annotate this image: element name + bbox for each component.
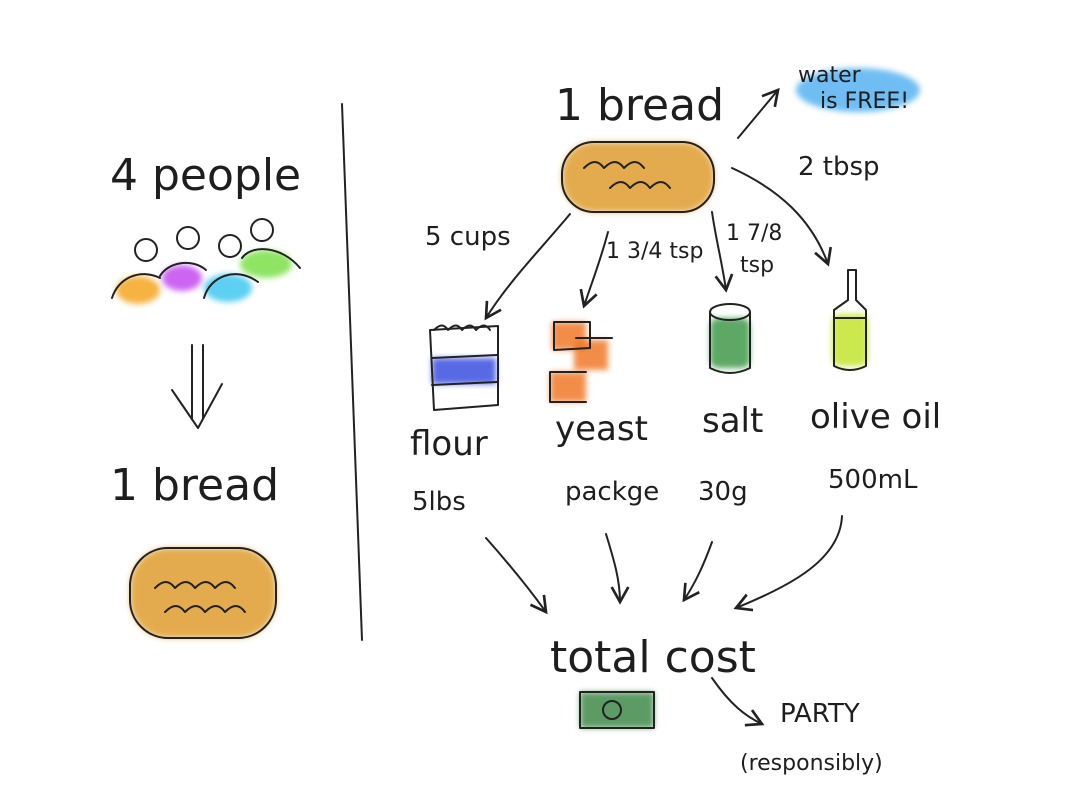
people-count-label: 4 people [110,150,301,201]
double-arrow-down-icon [171,344,223,429]
salt-container-icon [709,303,751,374]
water-note-line1: water [798,63,862,88]
ingredient-name: olive oil [810,397,941,437]
flour-bag-icon [429,324,499,411]
party-arrow [711,677,765,727]
salt-quantity-line1: 1 7/8 [726,221,782,246]
person-orange-body [116,276,160,304]
ingredient-size: 30g [698,477,748,507]
left-bread-label: 1 bread [110,460,279,511]
person-head [218,234,242,258]
bread-icon [129,547,277,639]
panel-divider [341,103,363,641]
yeast-packet-icon [549,321,613,403]
money-bill-icon [579,691,655,729]
olive-oil-bottle-icon [832,269,868,371]
people-group [111,218,301,304]
ingredient-name: yeast [555,409,648,449]
ingredient-size: 500mL [828,465,918,495]
salt-quantity-line2: tsp [740,253,774,278]
person-purple-body [162,265,202,291]
central-bread-icon [561,141,715,213]
person-head [176,226,200,250]
ingredient-to-total-arrows [485,515,843,615]
party-label: PARTY [780,699,860,729]
ingredient-size: packge [565,477,659,507]
ingredient-size: 5lbs [412,487,466,517]
person-head [134,238,158,262]
water-note-line2: is FREE! [820,89,909,114]
bread-to-ingredient-arrows [484,167,833,321]
total-cost-label: total cost [550,632,756,683]
ingredient-name: flour [410,424,488,464]
person-green-body [240,250,292,278]
water-highlight [796,68,920,112]
water-arrow [737,87,780,139]
yeast-quantity-label: 1 3/4 tsp [606,239,703,264]
person-cyan-body [204,274,252,302]
responsibly-label: (responsibly) [740,751,883,776]
person-head [250,218,274,242]
ingredient-name: salt [702,401,763,441]
right-bread-label: 1 bread [555,80,724,131]
oil-quantity-label: 2 tbsp [798,152,880,182]
flour-quantity-label: 5 cups [425,222,511,252]
